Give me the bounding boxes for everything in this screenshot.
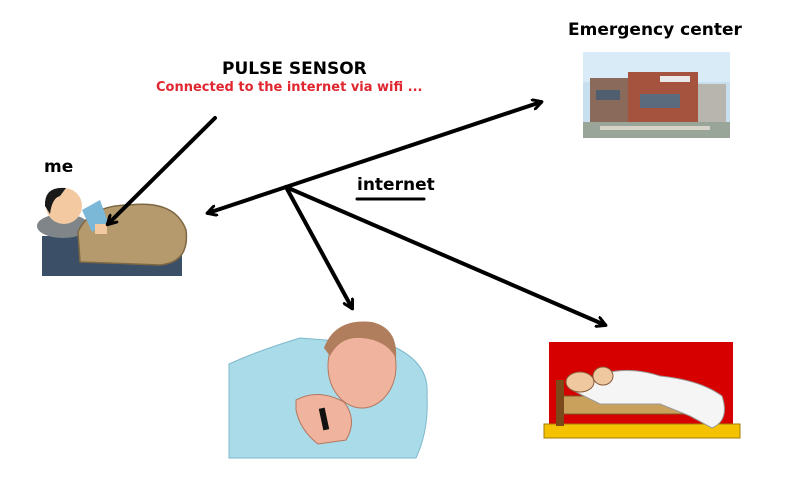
sleeping-person-illustration	[228, 321, 428, 459]
me-label: me	[44, 157, 74, 177]
arrow-internet-to-me	[208, 185, 288, 213]
hospital-bed-illustration	[543, 342, 741, 439]
internet-label: internet	[357, 175, 435, 195]
arrows	[108, 102, 605, 325]
emergency-center-label: Emergency center	[568, 20, 742, 40]
arrow-internet-to-bed	[284, 185, 605, 325]
emergency-center-photo	[583, 52, 730, 138]
arrow-sensor-to-me	[108, 116, 217, 224]
pulse-sensor-title: PULSE SENSOR	[222, 59, 367, 79]
arrow-internet-to-emergency	[284, 102, 541, 189]
me-illustration	[37, 187, 188, 276]
pulse-sensor-subtitle: Connected to the internet via wifi ...	[156, 80, 423, 95]
arrow-internet-to-sleeping-person	[284, 185, 352, 308]
